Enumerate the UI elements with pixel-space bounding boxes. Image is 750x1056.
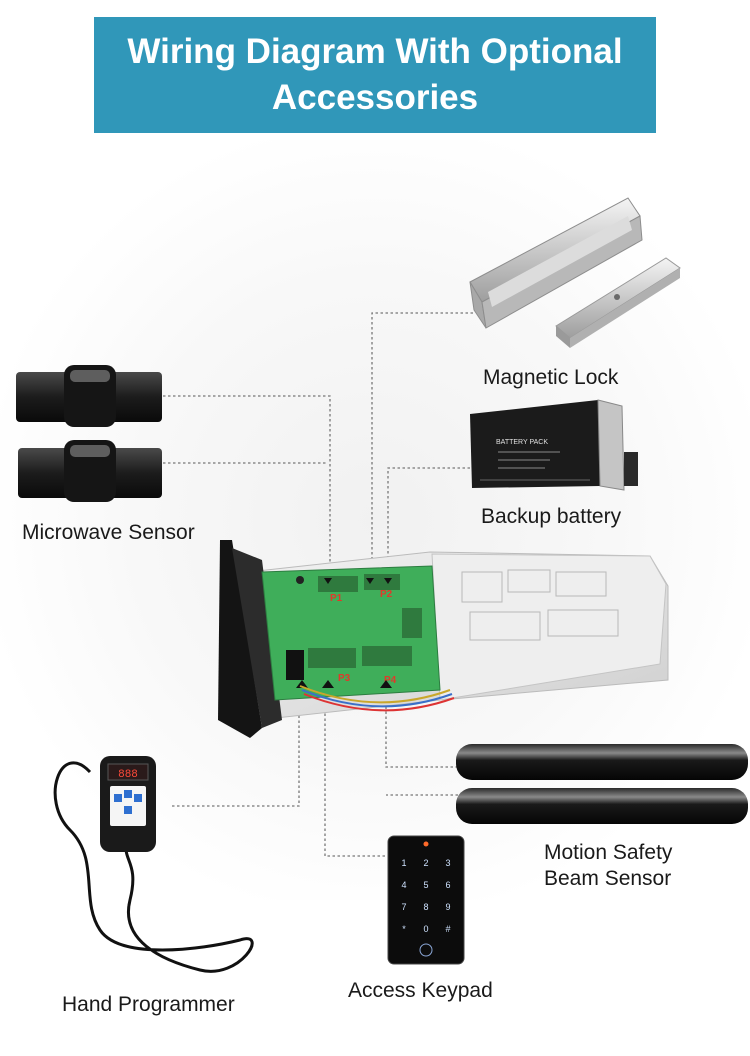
svg-text:2: 2	[423, 858, 428, 868]
access-keypad-label: Access Keypad	[348, 978, 493, 1004]
microwave-sensor-top	[16, 365, 162, 427]
access-keypad-image: 1 2 3 4 5 6 7 8 9 * 0 #	[388, 836, 464, 964]
operator-unit-image: P1 P2 P3 P4	[218, 540, 668, 738]
svg-text:#: #	[445, 924, 450, 934]
svg-text:5: 5	[423, 880, 428, 890]
svg-text:3: 3	[445, 858, 450, 868]
svg-text:9: 9	[445, 902, 450, 912]
svg-text:4: 4	[401, 880, 406, 890]
magnetic-lock-label: Magnetic Lock	[483, 365, 618, 391]
svg-text:1: 1	[401, 858, 406, 868]
line-magnetic-lock	[372, 313, 473, 572]
motion-beam-label-line2: Beam Sensor	[544, 866, 671, 892]
backup-battery-image: BATTERY PACK	[470, 400, 638, 490]
svg-text:0: 0	[423, 924, 428, 934]
motion-beam-label-line1: Motion Safety	[544, 840, 672, 866]
microwave-sensor-label: Microwave Sensor	[22, 520, 195, 546]
svg-text:*: *	[402, 924, 406, 934]
svg-text:6: 6	[445, 880, 450, 890]
battery-pack-text: BATTERY PACK	[496, 439, 548, 446]
microwave-sensor-image	[16, 365, 162, 502]
hand-programmer-label: Hand Programmer	[62, 992, 235, 1018]
magnetic-lock-image	[470, 198, 680, 348]
microwave-sensor-bottom	[18, 440, 162, 502]
port-p3: P3	[338, 673, 351, 684]
svg-text:7: 7	[401, 902, 406, 912]
port-p2: P2	[380, 589, 393, 600]
backup-battery-label: Backup battery	[481, 504, 621, 530]
beam-sensor-image	[456, 744, 748, 824]
svg-text:8: 8	[423, 902, 428, 912]
hand-programmer-image: 888	[55, 756, 252, 971]
port-p1: P1	[330, 593, 343, 604]
svg-text:888: 888	[118, 769, 138, 781]
